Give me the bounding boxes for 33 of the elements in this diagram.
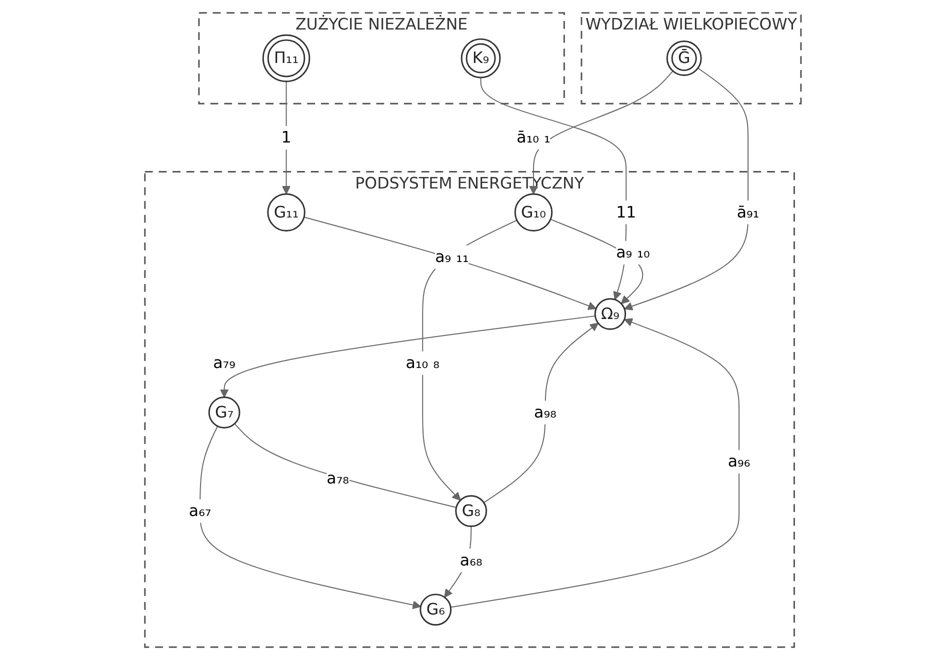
arrow bbox=[624, 68, 748, 310]
edge-label: ā₉₁ bbox=[736, 202, 759, 222]
arrow bbox=[450, 318, 740, 608]
arrow bbox=[528, 70, 673, 194]
arrow bbox=[480, 76, 626, 300]
edge-label: 11 bbox=[616, 202, 636, 222]
edge-label: a₇₉ bbox=[212, 353, 236, 372]
edge-label: a₉₆ bbox=[727, 452, 750, 471]
arrow bbox=[444, 526, 472, 598]
edge-label: ā₁₀ ₁ bbox=[516, 128, 550, 147]
edge-label: a₇₈ bbox=[326, 468, 349, 488]
edge-label: a₉ ₁₁ bbox=[434, 247, 468, 266]
node-circle: Π₁₁ bbox=[262, 34, 310, 82]
node-circle: G₈ bbox=[454, 495, 487, 528]
arrow bbox=[303, 216, 596, 310]
edge-label: a₆₈ bbox=[460, 550, 482, 570]
node-circle: G₇ bbox=[208, 396, 240, 428]
node-circle: G₁₀ bbox=[514, 193, 552, 232]
arrow bbox=[422, 220, 517, 501]
edge-label: a₉ ₁₀ bbox=[616, 242, 650, 262]
edge-label: a₉₈ bbox=[534, 402, 556, 422]
node-circle: G₁₁ bbox=[266, 193, 305, 232]
arrow bbox=[220, 315, 596, 398]
node-circle: G₆ bbox=[419, 594, 452, 626]
edge-label: 1 bbox=[280, 128, 291, 147]
arrow bbox=[199, 426, 421, 610]
arrow bbox=[482, 322, 598, 504]
node-circle: Ω₉ bbox=[594, 298, 626, 330]
edge-label: a₁₀ ₈ bbox=[405, 353, 440, 372]
node-circle: Ḡ bbox=[666, 40, 702, 76]
node-circle: K₉ bbox=[460, 38, 500, 78]
edge-label: a₆₇ bbox=[188, 501, 211, 520]
connector bbox=[234, 423, 456, 508]
